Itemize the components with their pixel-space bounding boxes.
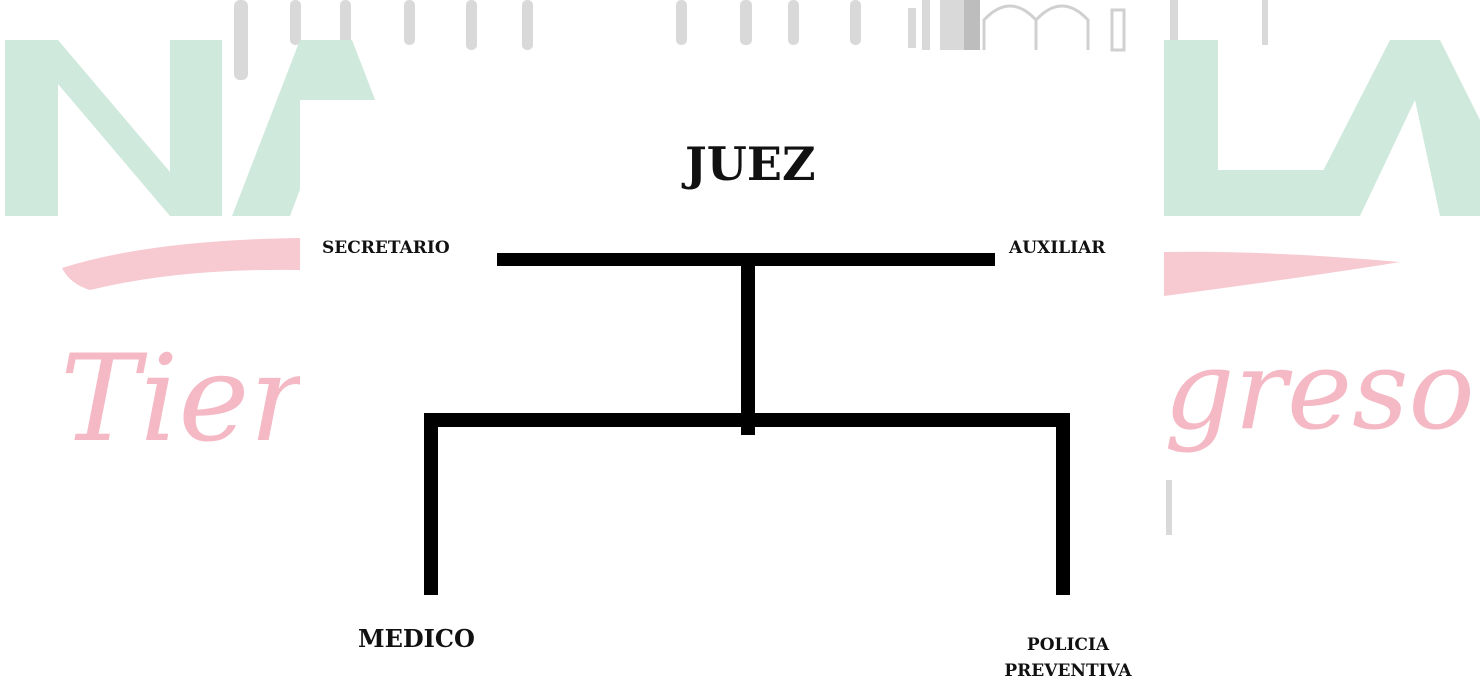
svg-text:greso: greso <box>1164 326 1475 454</box>
node-medico: MEDICO <box>358 627 475 651</box>
medico-drop-line <box>424 418 438 595</box>
policia-drop-line <box>1056 418 1070 595</box>
subordinates-connector-line <box>424 413 1070 427</box>
node-secretario: SECRETARIO <box>322 240 450 257</box>
node-auxiliar: AUXILIAR <box>1009 240 1105 257</box>
node-juez: JUEZ <box>685 141 816 187</box>
node-policia-line1: POLICIA <box>975 632 1161 658</box>
node-policia-line2: PREVENTIVA <box>975 658 1161 684</box>
node-policia-preventiva: POLICIA PREVENTIVA <box>975 632 1161 684</box>
trunk-connector-line <box>741 263 755 435</box>
